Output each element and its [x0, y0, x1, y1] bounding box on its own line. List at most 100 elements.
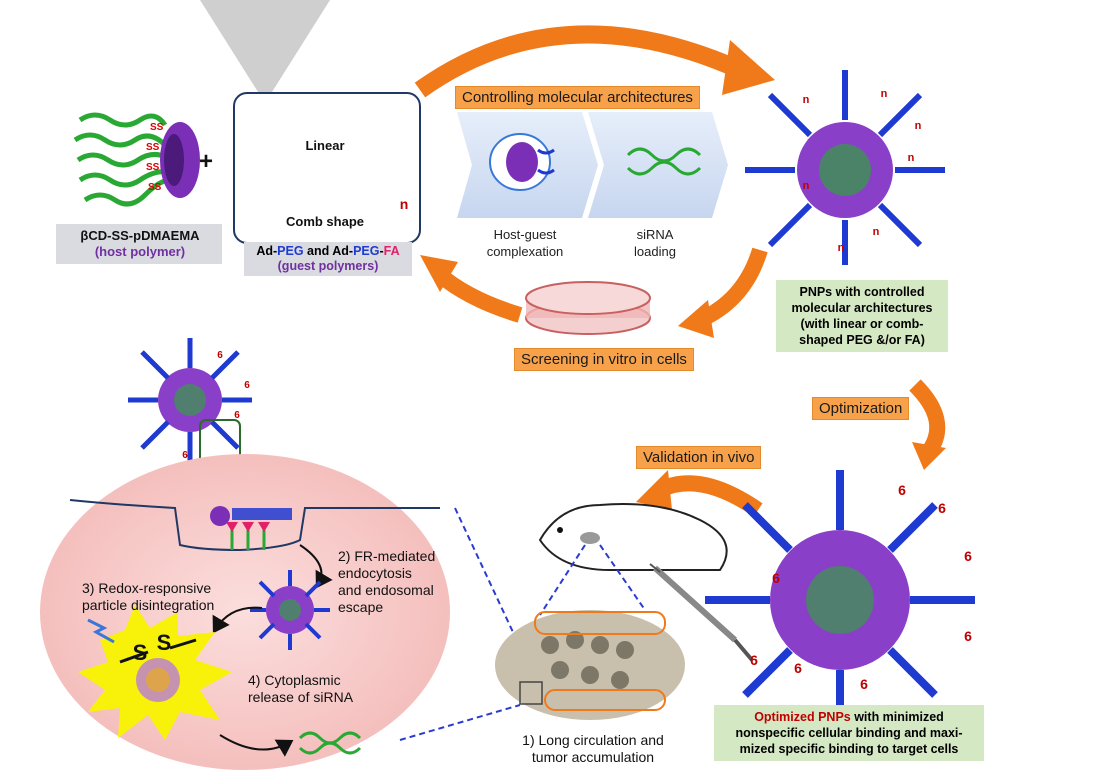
guest-caption-fa: FA [383, 244, 400, 258]
guest-caption-dash: - [379, 244, 384, 258]
step-3: 3) Redox-responsive particle disintegrat… [82, 580, 252, 614]
disulfide-s1: S [132, 640, 148, 665]
six-mark: 6 [217, 350, 223, 361]
n-mark: n [907, 152, 915, 164]
tumor-tissue-graphic [495, 610, 685, 720]
step-4-line2: release of siRNA [248, 689, 354, 705]
host-polymer-graphic: SS SS SS SS [73, 112, 200, 207]
redox-arrow [212, 606, 263, 634]
orange-arrow-top [414, 25, 744, 98]
chevron-step1-line2: complexation [486, 244, 564, 259]
optimized-caption-line2: nonspecific cellular binding and maxi- [735, 726, 963, 740]
orange-arrow-top-head [722, 40, 775, 95]
receptors [226, 522, 270, 550]
validation-arrow [656, 475, 763, 517]
disulfide-bond [119, 638, 197, 664]
guest-polymer-box [233, 92, 421, 244]
optimized-caption-highlight: Optimized PNPs [754, 710, 851, 724]
mouse-graphic [538, 503, 728, 571]
n-mark: n [914, 120, 922, 132]
bound-complex [210, 506, 292, 526]
pnp-controlled-graphic [745, 70, 945, 265]
pnp-in-cell-graphic [250, 570, 330, 650]
step-3-line1: 3) Redox-responsive [82, 580, 212, 596]
n-mark: n [872, 226, 880, 238]
step-3-line2: particle disintegration [82, 597, 215, 613]
guest-caption-role: (guest polymers) [277, 259, 379, 273]
tag-optimization: Optimization [812, 397, 910, 420]
dashed-link-2 [399, 704, 521, 741]
orange-arrow-right-head [678, 300, 714, 338]
disulfide-s2: S [156, 630, 172, 655]
step-4: 4) Cytoplasmic release of siRNA [248, 672, 378, 706]
step-1-line1: 1) Long circulation and [522, 732, 664, 748]
pnp-caption: PNPs with controlled molecular architect… [776, 280, 948, 352]
step-2-line2: endocytosis [338, 565, 412, 581]
sirna-released-graphic [298, 731, 362, 755]
guest-caption: Ad-PEG and Ad-PEG-FA (guest polymers) [244, 242, 412, 276]
host-polymer-role: (host polymer) [94, 244, 186, 259]
petri-dish-graphic [525, 281, 651, 335]
six-mark: 6 [772, 570, 780, 586]
sirna-graphic [626, 147, 702, 176]
six-mark: 6 [938, 500, 946, 516]
linear-label: Linear [305, 138, 345, 153]
n-mark: n [880, 88, 888, 100]
comb-label: Comb shape [285, 214, 364, 229]
dashed-mouse-2 [599, 544, 646, 611]
six-mark: 6 [898, 482, 906, 498]
plus-sign: + [198, 148, 213, 175]
pnp-optimized-graphic [705, 470, 975, 725]
chevron-step2-text: siRNA loading [605, 226, 705, 260]
step-1: 1) Long circulation and tumor accumulati… [488, 732, 698, 766]
six-mark: 6 [244, 380, 250, 391]
host-polymer-name: βCD-SS-pDMAEMA [80, 228, 200, 243]
optimized-caption-line3: mized specific binding to target cells [739, 742, 959, 756]
orange-arrow-left [434, 268, 523, 323]
tag-validation: Validation in vivo [636, 446, 762, 469]
host-guest-complex-graphic [489, 133, 555, 191]
n-mark: n [837, 242, 845, 254]
step-2: 2) FR-mediated endocytosis and endosomal… [338, 548, 458, 616]
six-mark: 6 [794, 660, 802, 676]
chevron-step1-text: Host-guest complexation [470, 226, 580, 260]
cell-membrane [69, 499, 440, 552]
step-1-line2: tumor accumulation [531, 749, 655, 765]
release-arrow [219, 734, 294, 757]
guest-caption-peg2: PEG [353, 244, 380, 258]
n-mark: n [802, 180, 810, 192]
pnp-caption-line2: molecular architectures [791, 301, 933, 315]
tag-controlling: Controlling molecular architectures [455, 86, 700, 109]
tag-screening: Screening in vitro in cells [514, 348, 694, 371]
chevron-step2-line1: siRNA [636, 227, 674, 242]
svg-text:SS: SS [148, 182, 162, 193]
dashed-link-1 [454, 507, 541, 691]
optimized-caption-line1: with minimized [850, 710, 944, 724]
step-2-line4: escape [338, 599, 384, 615]
lightning-icon [87, 618, 115, 644]
svg-text:SS: SS [150, 122, 164, 133]
chevron-step1-line1: Host-guest [493, 227, 557, 242]
svg-text:SS: SS [146, 142, 160, 153]
grey-funnel [200, 0, 330, 92]
six-mark: 6 [860, 676, 868, 692]
svg-text:SS: SS [146, 162, 160, 173]
pnp-caption-line1: PNPs with controlled [799, 285, 925, 299]
n-mark: n [802, 94, 810, 106]
n-label: n [399, 196, 409, 212]
pnp-small-graphic [128, 338, 252, 467]
optimized-caption: Optimized PNPs with minimized nonspecifi… [714, 705, 984, 761]
optimization-arrow-head [912, 442, 946, 470]
step-2-line1: 2) FR-mediated [338, 548, 436, 564]
chevron-step2-line2: loading [634, 244, 676, 259]
six-mark: 6 [750, 652, 758, 668]
syringe-graphic [649, 563, 754, 662]
orange-arrow-left-head [420, 255, 458, 292]
dashed-mouse-1 [539, 544, 586, 616]
six-mark: 6 [234, 410, 240, 421]
pnp-caption-line4: shaped PEG &/or FA) [799, 333, 925, 347]
optimization-arrow [909, 379, 946, 455]
six-mark: 6 [964, 628, 972, 644]
six-mark: 6 [182, 450, 188, 461]
